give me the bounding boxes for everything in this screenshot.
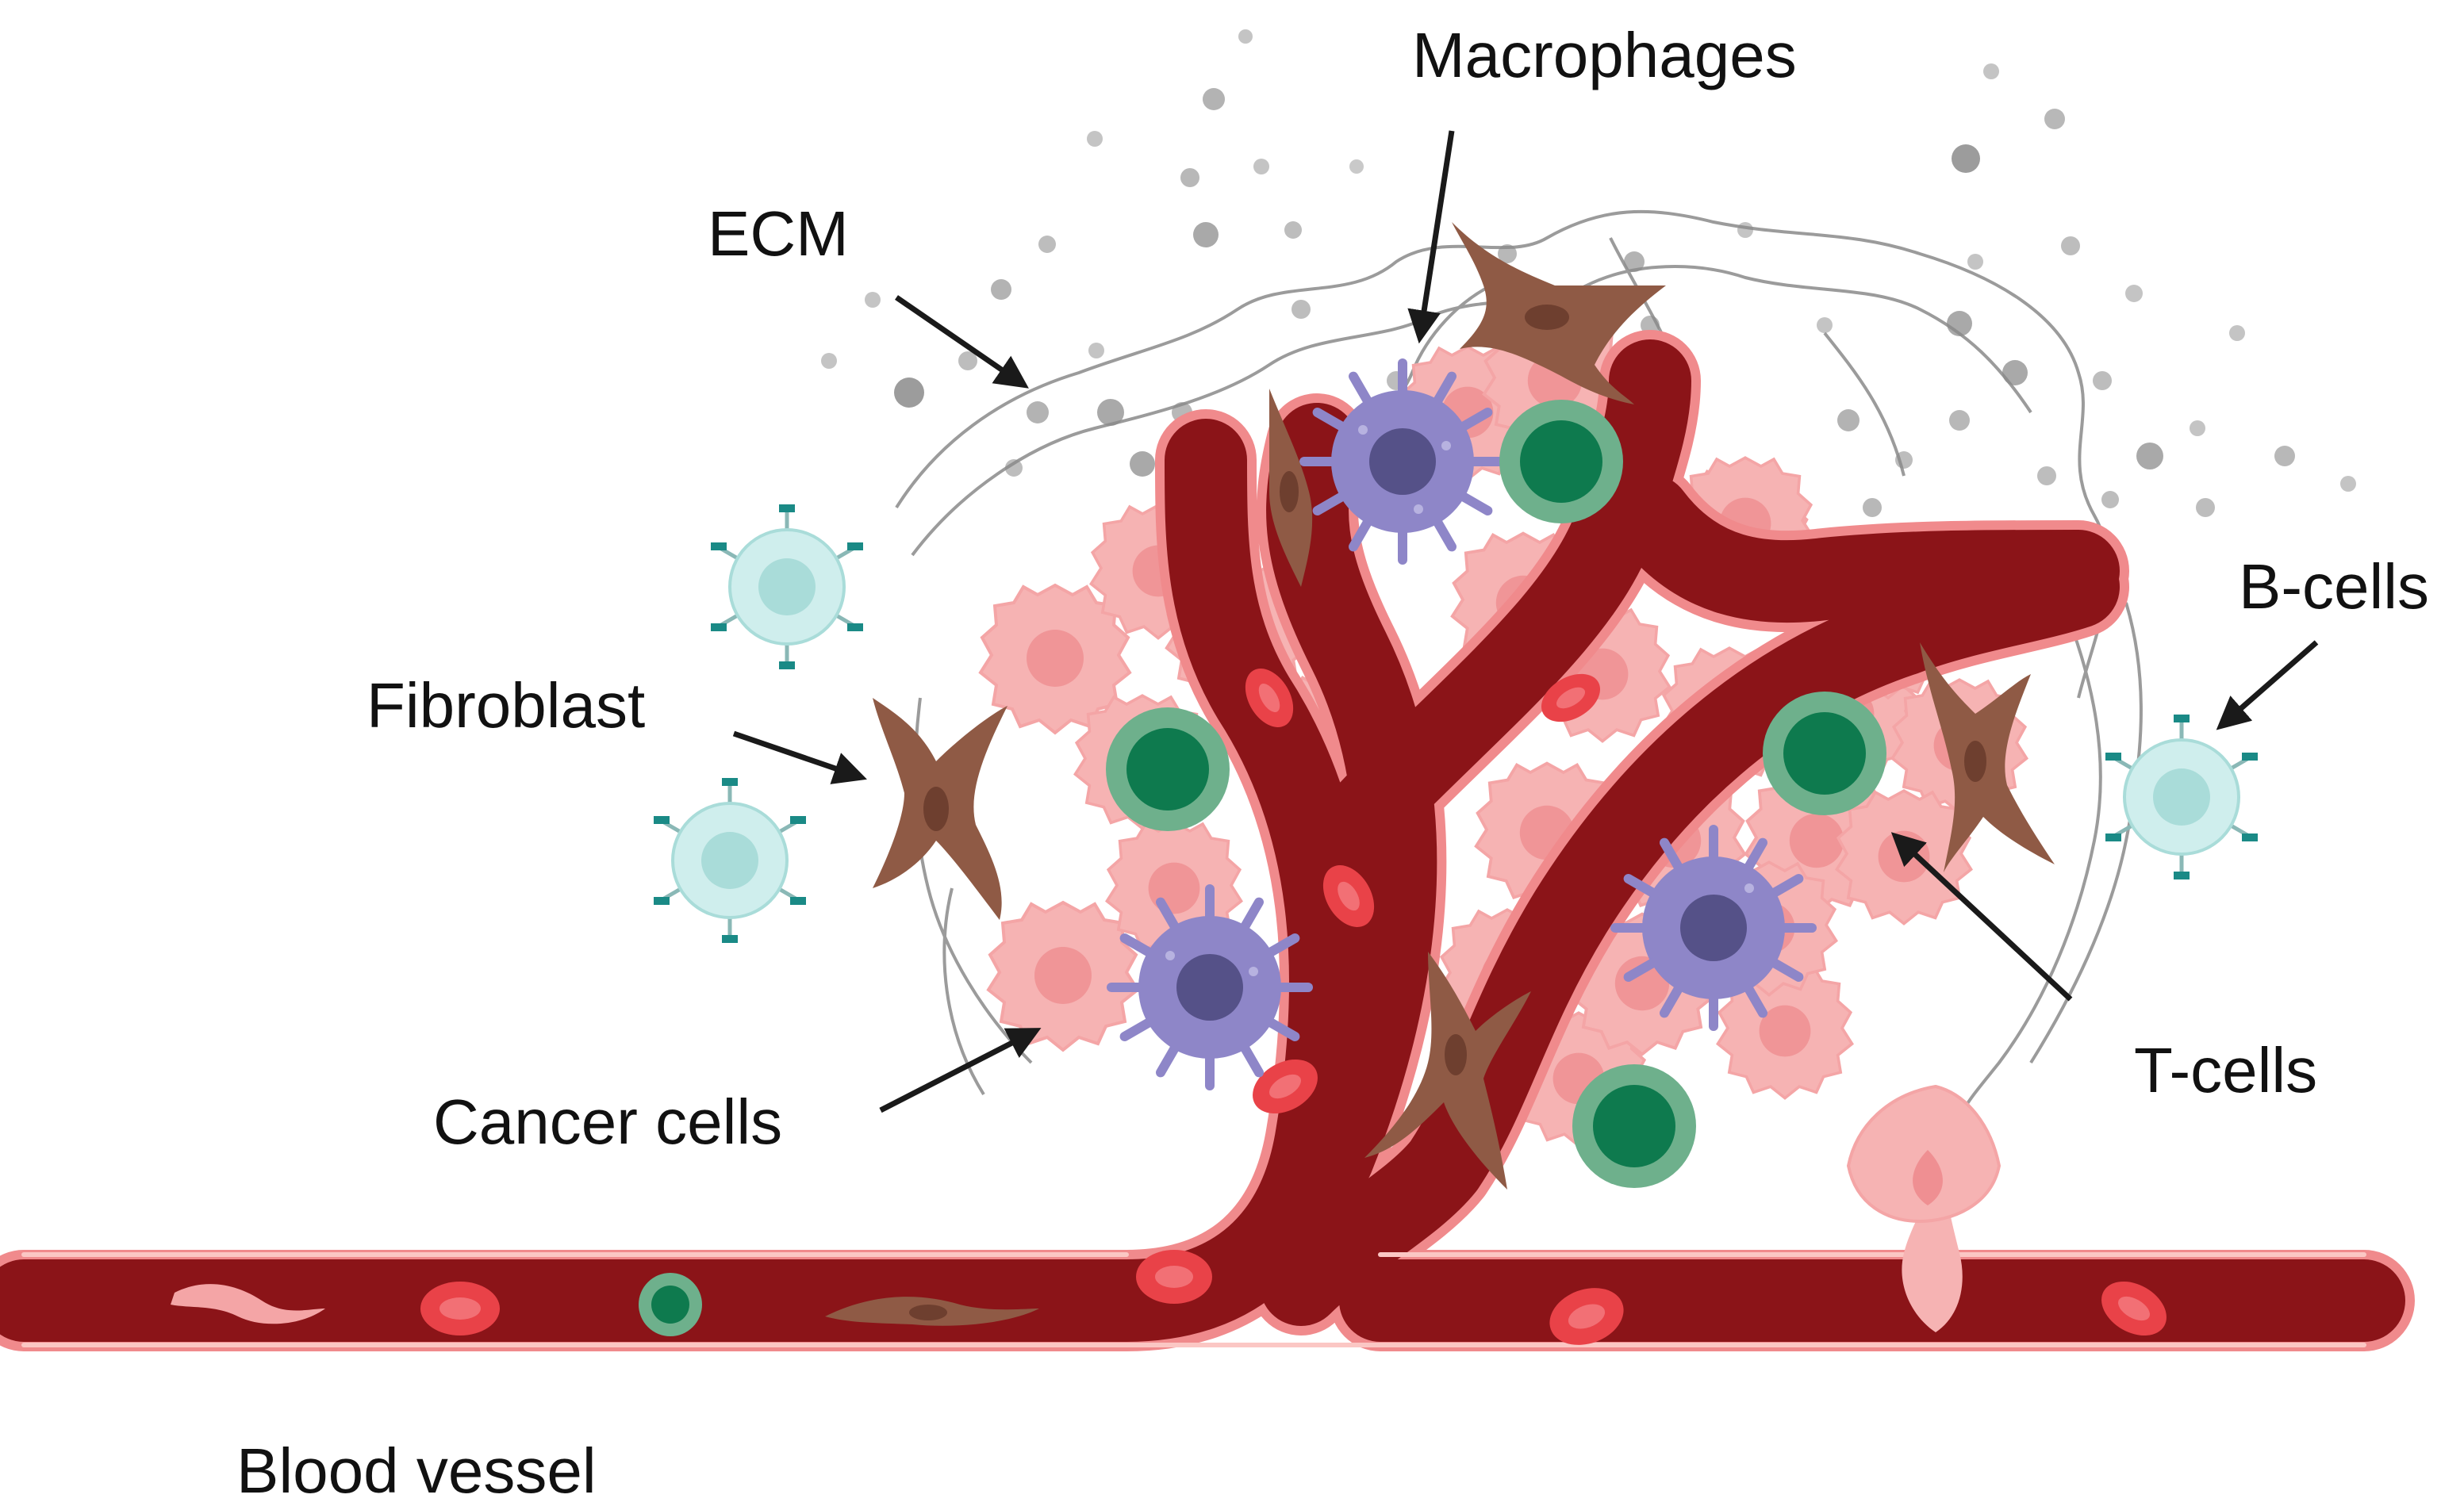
b-cells-group [654,504,2258,943]
fibroblast [1452,222,1666,404]
cancer-cell [987,901,1139,1052]
t-cells-group [1106,400,1886,1188]
red-blood-cells [420,669,2167,1345]
fibroblast [1920,642,2055,872]
macrophage [1107,884,1313,1090]
macrophage [1299,358,1506,565]
cancer-cells-arrow [879,1028,1042,1113]
intravasating-cancer-cell [1846,1084,2002,1224]
fibroblast [873,698,1007,920]
b-cell [2105,715,2258,879]
t-cell [1763,692,1886,815]
red-blood-cell [1549,1288,1624,1345]
fibroblast-arrow [732,730,867,784]
t-cell [1499,400,1623,523]
cancer-cells-label: Cancer cells [433,1086,783,1157]
fibroblasts-group [873,222,2055,1190]
ecm-label: ECM [708,198,849,269]
b-cell [654,778,806,943]
b-cells-arrow [2216,640,2319,730]
t-cell [1106,707,1230,831]
fibroblast [1364,952,1531,1190]
macrophages-group [1107,358,1817,1090]
label-arrows [732,130,2319,1113]
macrophages-label: Macrophages [1412,20,1797,90]
red-blood-cell [1322,865,1375,927]
ecm-arrow [895,295,1029,389]
macrophages-arrow [1407,130,1455,344]
fibroblast-label: Fibroblast [367,670,646,741]
blood-vessel-label: Blood vessel [236,1435,597,1506]
macrophage [1610,825,1817,1031]
red-blood-cell [1136,1250,1212,1304]
b-cell [711,504,863,669]
fibroblast [1269,389,1313,587]
t-cells-label: T-cells [2134,1035,2318,1106]
blood-vessel-network [0,330,2415,1351]
b-cells-label: B-cells [2239,551,2430,622]
red-blood-cell [2101,1281,2167,1336]
red-blood-cell [1253,1059,1318,1114]
t-cell [1572,1064,1696,1188]
t-cells-arrow [1890,832,2073,1002]
red-blood-cell [1245,669,1294,727]
circulating-fibroblast [171,1284,325,1324]
red-blood-cell [420,1282,500,1335]
red-blood-cell [1541,673,1600,722]
